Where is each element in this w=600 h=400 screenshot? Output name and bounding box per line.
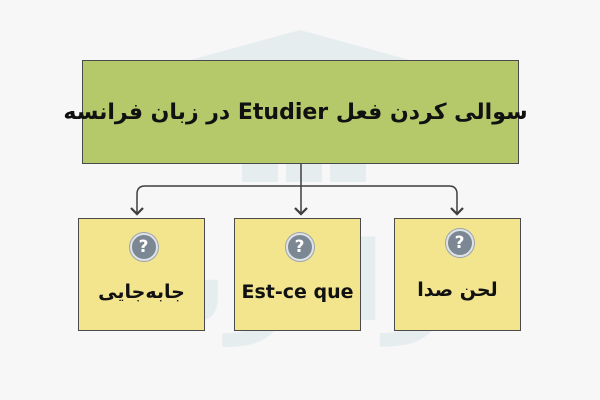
question-icon: ? xyxy=(285,233,314,261)
connector-left xyxy=(130,185,301,216)
child-label: لحن صدا xyxy=(417,279,498,301)
child-label: Est-ce que xyxy=(241,281,354,303)
root-node: سوالی کردن فعل Etudier در زبان فرانسه xyxy=(63,60,528,164)
child-label: جابه‌جایی xyxy=(98,281,185,303)
child-node-intonation: ? لحن صدا xyxy=(394,218,521,331)
root-title: سوالی کردن فعل Etudier در زبان فرانسه xyxy=(63,99,528,125)
child-node-inversion: ? جابه‌جایی xyxy=(78,218,205,331)
connector-right xyxy=(301,185,464,216)
question-icon: ? xyxy=(129,233,158,261)
question-icon: ? xyxy=(445,229,474,257)
child-node-est-ce-que: ? Est-ce que xyxy=(234,218,361,331)
